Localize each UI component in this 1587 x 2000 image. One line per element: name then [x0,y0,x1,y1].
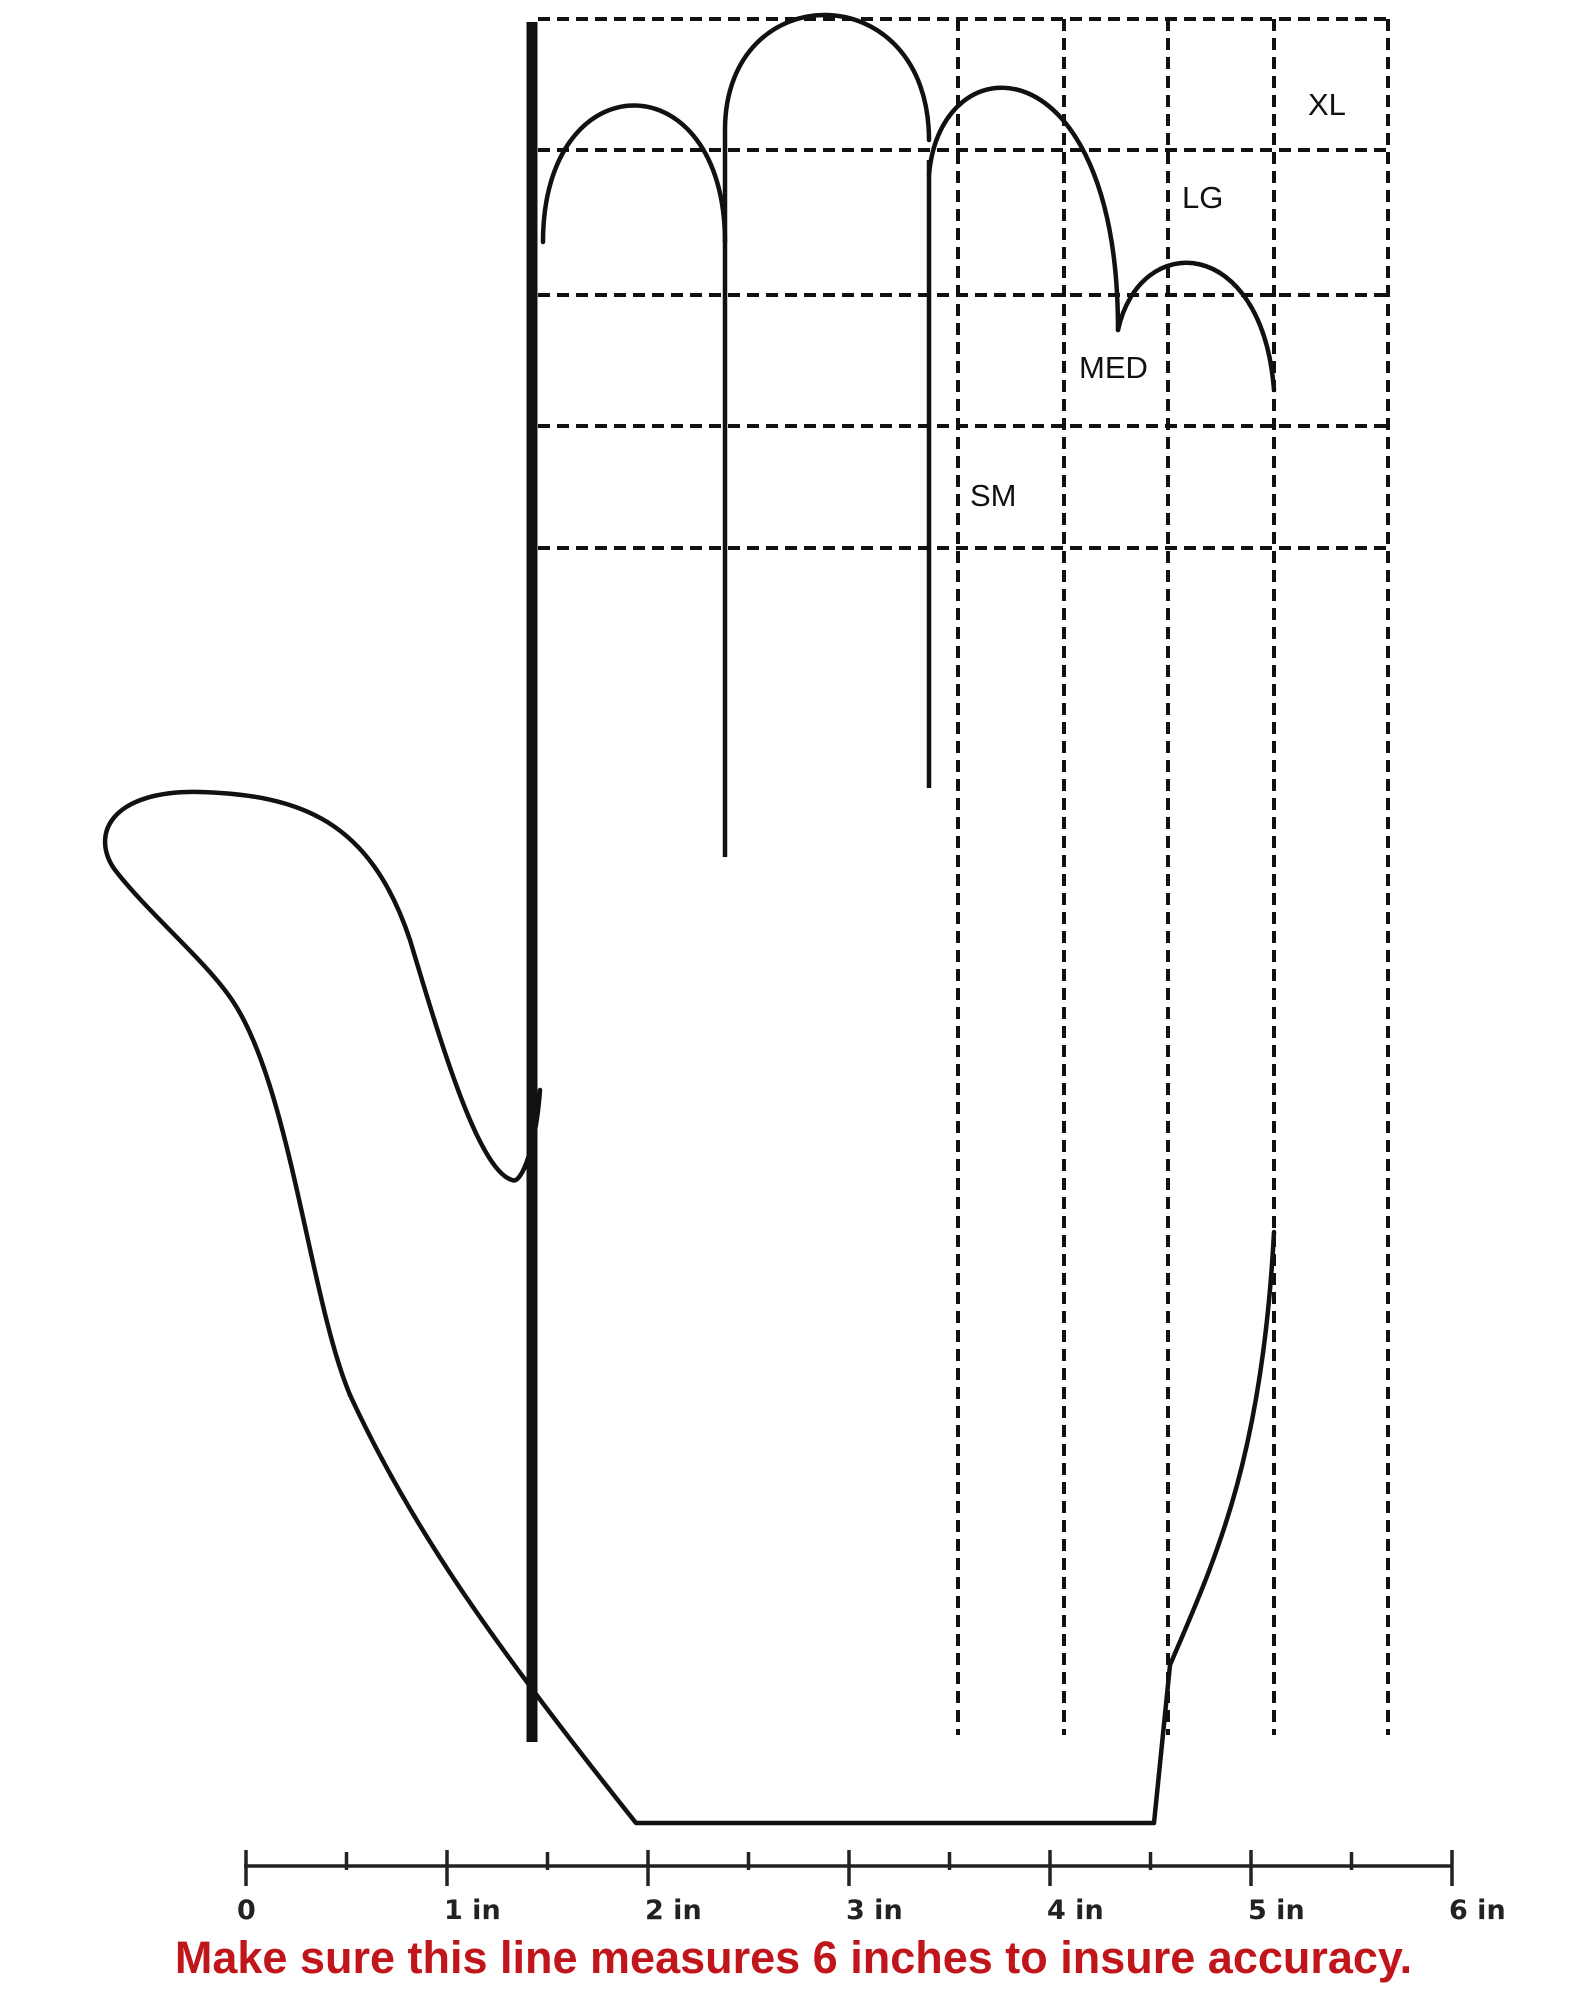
ruler: 0 1 in 2 in 3 in 4 in 5 in 6 in [237,1850,1506,1926]
index-finger-outline [540,103,728,245]
middle-finger-outline [722,12,932,245]
ruler-label: 5 in [1248,1895,1305,1926]
ruler-label: 4 in [1047,1895,1104,1926]
ruler-label: 1 in [444,1895,501,1926]
ruler-label: 2 in [645,1895,702,1926]
hand-outline [102,12,1277,1826]
size-label-xl: XL [1308,87,1346,122]
palm-outline [347,1229,1277,1826]
ruler-label: 3 in [846,1895,903,1926]
finger-gap-lines [722,160,932,857]
size-grid-horizontal [538,17,1388,550]
accuracy-warning: Make sure this line measures 6 inches to… [174,1932,1413,1983]
ruler-label: 0 [237,1895,256,1926]
pinky-finger-outline [1115,260,1277,393]
ruler-label: 6 in [1449,1895,1506,1926]
size-label-med: MED [1079,350,1148,385]
size-label-sm: SM [970,478,1017,513]
size-label-lg: LG [1182,180,1223,215]
ring-finger-outline [926,85,1121,333]
size-grid-vertical [956,19,1390,1735]
thumb-outline [102,789,543,1398]
